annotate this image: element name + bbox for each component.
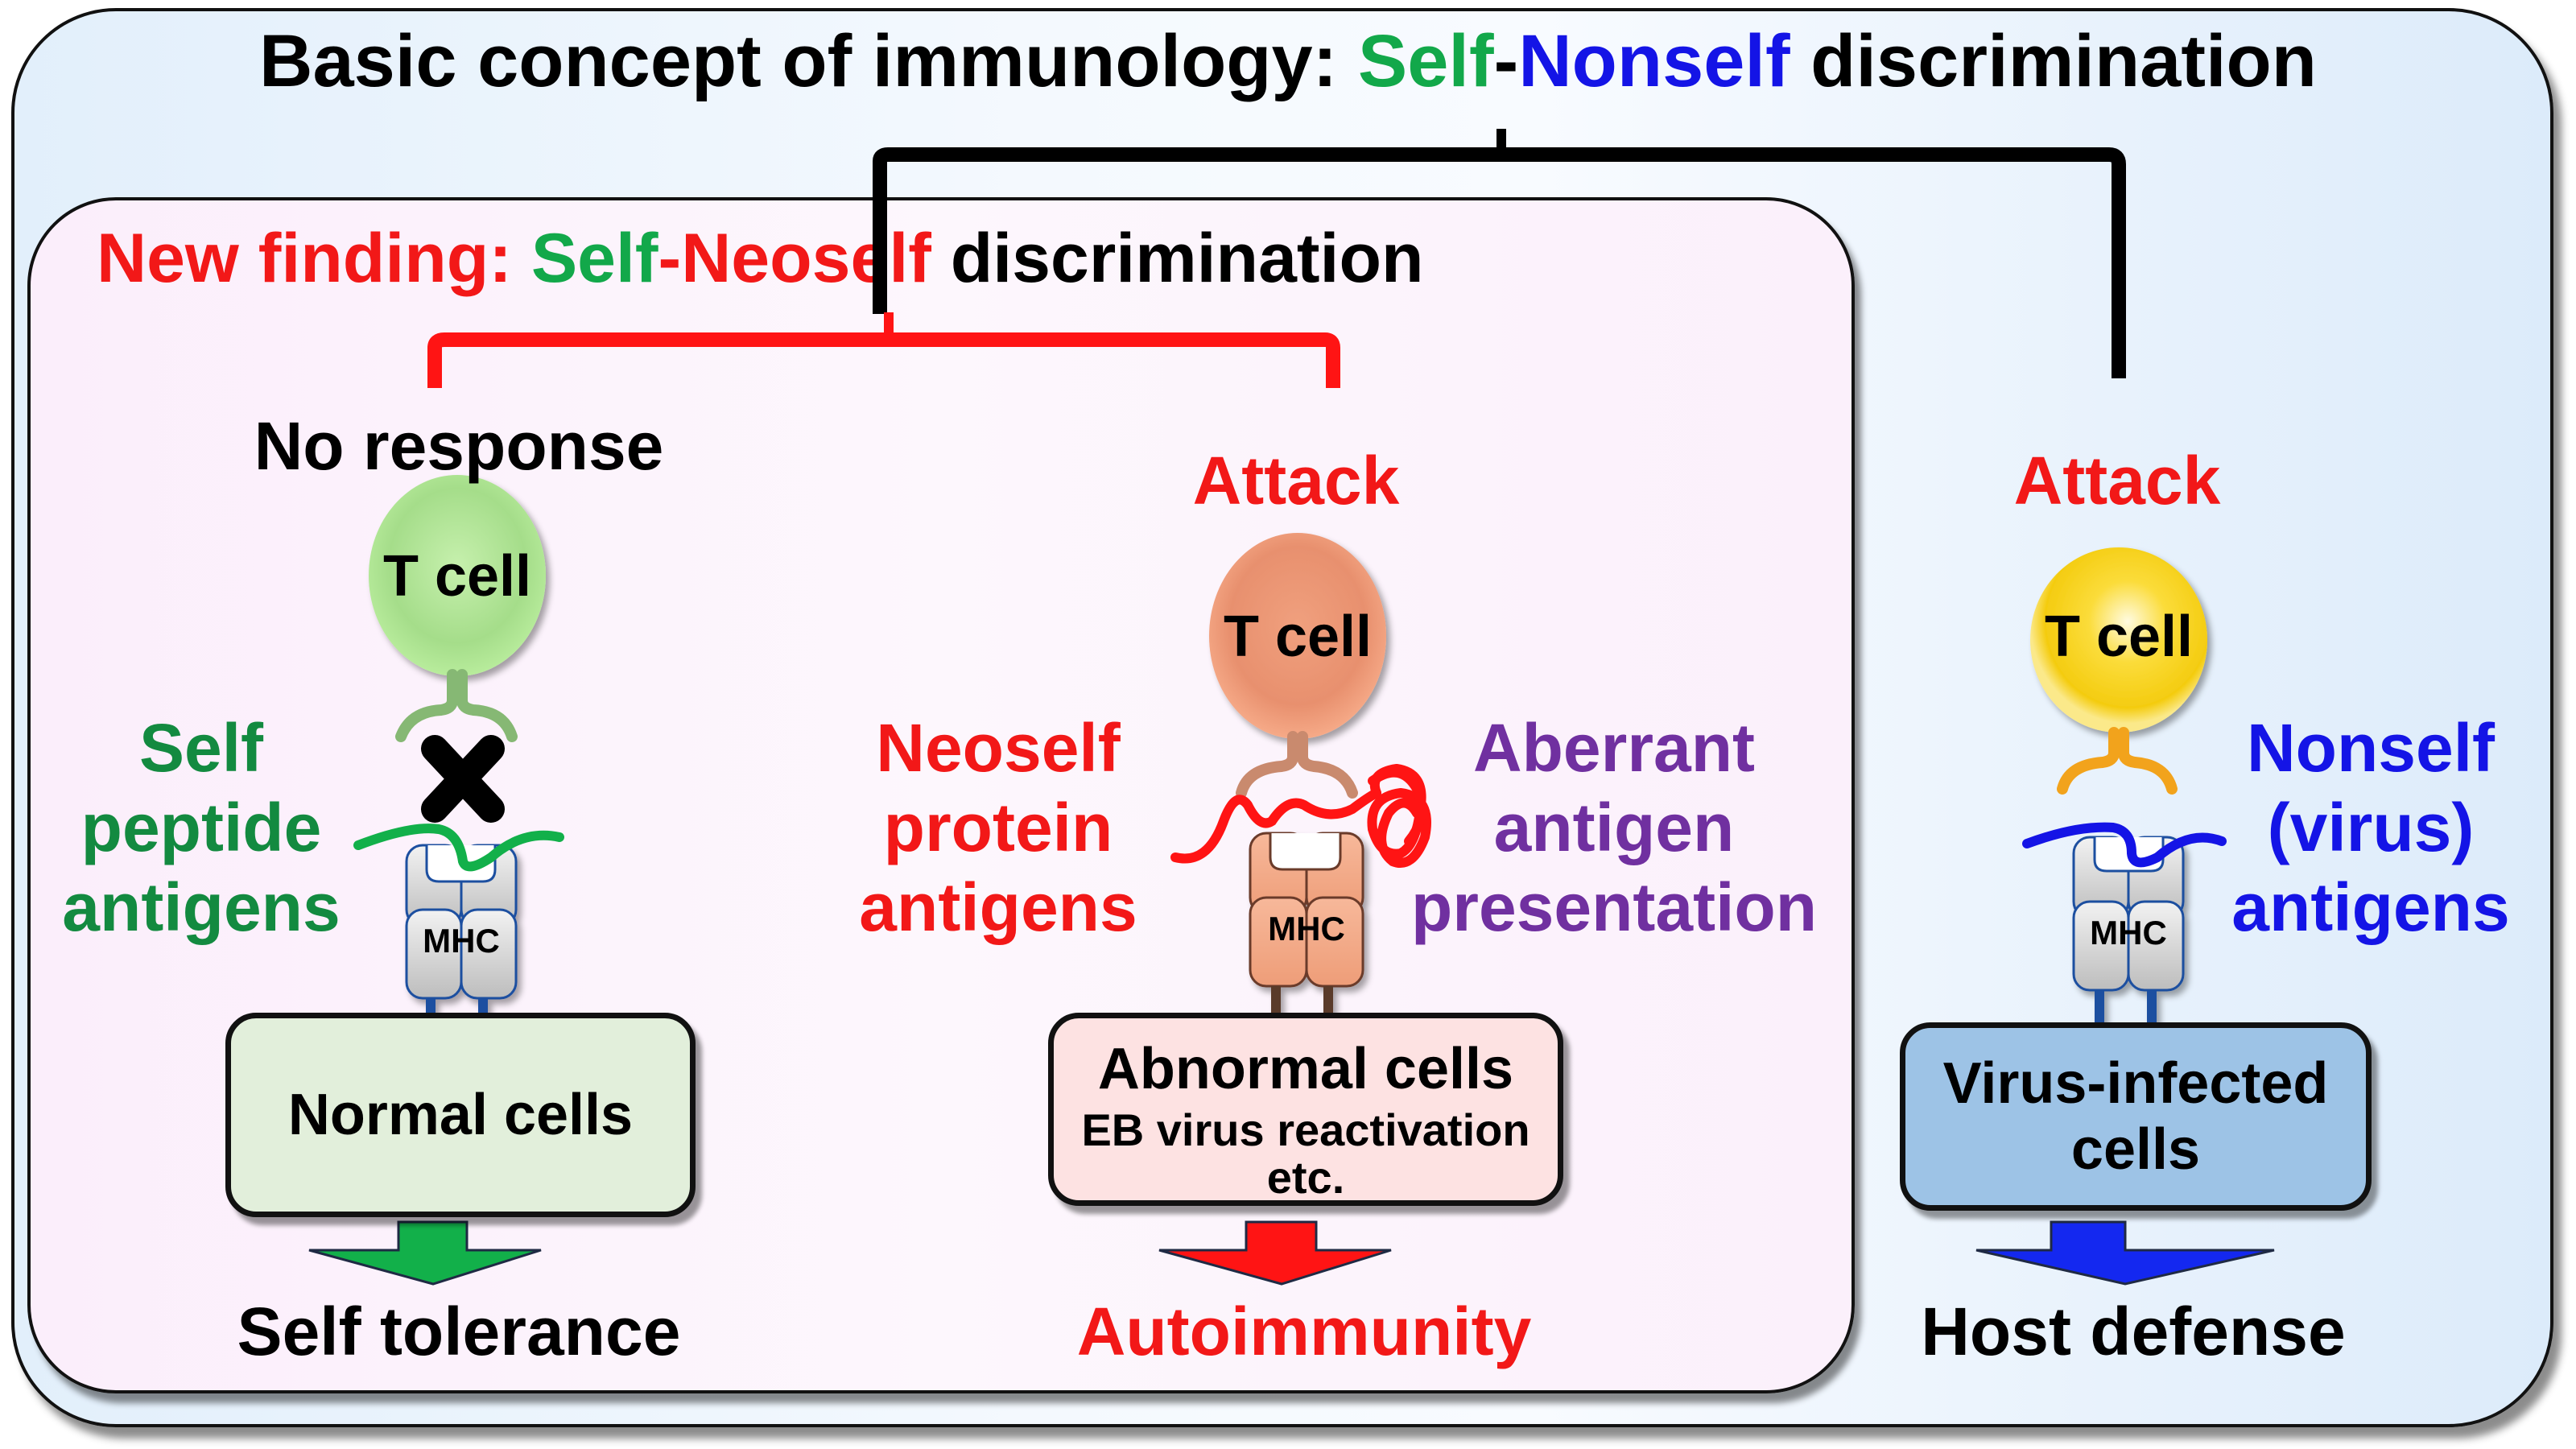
tcr-receptor-yellow — [2057, 727, 2178, 795]
response-attack-nonself: Attack — [2013, 443, 2221, 518]
abnormal-cells-detail: EB virus reactivation — [1081, 1104, 1530, 1155]
self-peptide-antigens-label: Self peptide antigens — [62, 710, 341, 946]
mhc-label: MHC — [423, 922, 500, 960]
t-cell-orange — [1209, 533, 1386, 739]
mhc-label: MHC — [1268, 910, 1345, 947]
mhc-molecule-self — [405, 844, 518, 1046]
abnormal-cells-box: Abnormal cells EB virus reactivation etc… — [1048, 1013, 1563, 1206]
outcome-host-defense: Host defense — [1921, 1294, 2346, 1369]
abnormal-cells-etc: etc. — [1266, 1151, 1345, 1203]
self-peptide-antigen — [353, 824, 564, 872]
blocked-x-icon — [421, 735, 505, 823]
nonself-virus-antigen — [2022, 822, 2227, 868]
normal-cells-box: Normal cells — [225, 1013, 696, 1217]
outcome-autoimmunity: Autoimmunity — [1076, 1294, 1532, 1369]
normal-cells-label: Normal cells — [287, 1083, 634, 1147]
nonself-virus-antigens-label: Nonself (virus) antigens — [2231, 710, 2510, 946]
virus-infected-label: Virus-infected — [1942, 1051, 2329, 1116]
neoself-protein-antigens-label: Neoself protein antigens — [859, 710, 1137, 946]
self-nonself-bracket — [873, 129, 2126, 378]
tcr-receptor-green — [395, 669, 518, 742]
t-cell-yellow — [2030, 547, 2207, 733]
title-nonself: Nonself — [1518, 20, 1790, 102]
arrow-autoimmunity — [1158, 1220, 1392, 1286]
title-self: Self — [1357, 20, 1494, 102]
self-neoself-bracket — [427, 312, 1340, 388]
t-cell-label: T cell — [2044, 605, 2194, 669]
t-cell-green — [369, 475, 546, 676]
arrow-host-defense — [1975, 1220, 2275, 1286]
new-finding-title: New finding: Self-Neoself discrimination — [97, 220, 1424, 297]
outcome-self-tolerance: Self tolerance — [237, 1294, 681, 1369]
virus-infected-cells-label: cells — [2070, 1117, 2201, 1182]
t-cell-label: T cell — [1223, 605, 1373, 669]
mhc-label: MHC — [2090, 914, 2167, 952]
virus-infected-cells-box: Virus-infected cells — [1900, 1022, 2372, 1211]
abnormal-cells-label: Abnormal cells — [1097, 1037, 1514, 1101]
neoself-protein-antigen — [1170, 763, 1431, 868]
response-no-response: No response — [254, 408, 664, 484]
response-attack-neoself: Attack — [1192, 443, 1400, 518]
main-title: Basic concept of immunology: Self-Nonsel… — [259, 20, 2317, 102]
arrow-self-tolerance — [308, 1220, 542, 1286]
aberrant-antigen-presentation-label: Aberrant antigen presentation — [1410, 710, 1818, 946]
tcr-receptor-orange — [1236, 731, 1358, 799]
mhc-molecule-neoself — [1249, 832, 1364, 1046]
t-cell-label: T cell — [382, 544, 532, 609]
